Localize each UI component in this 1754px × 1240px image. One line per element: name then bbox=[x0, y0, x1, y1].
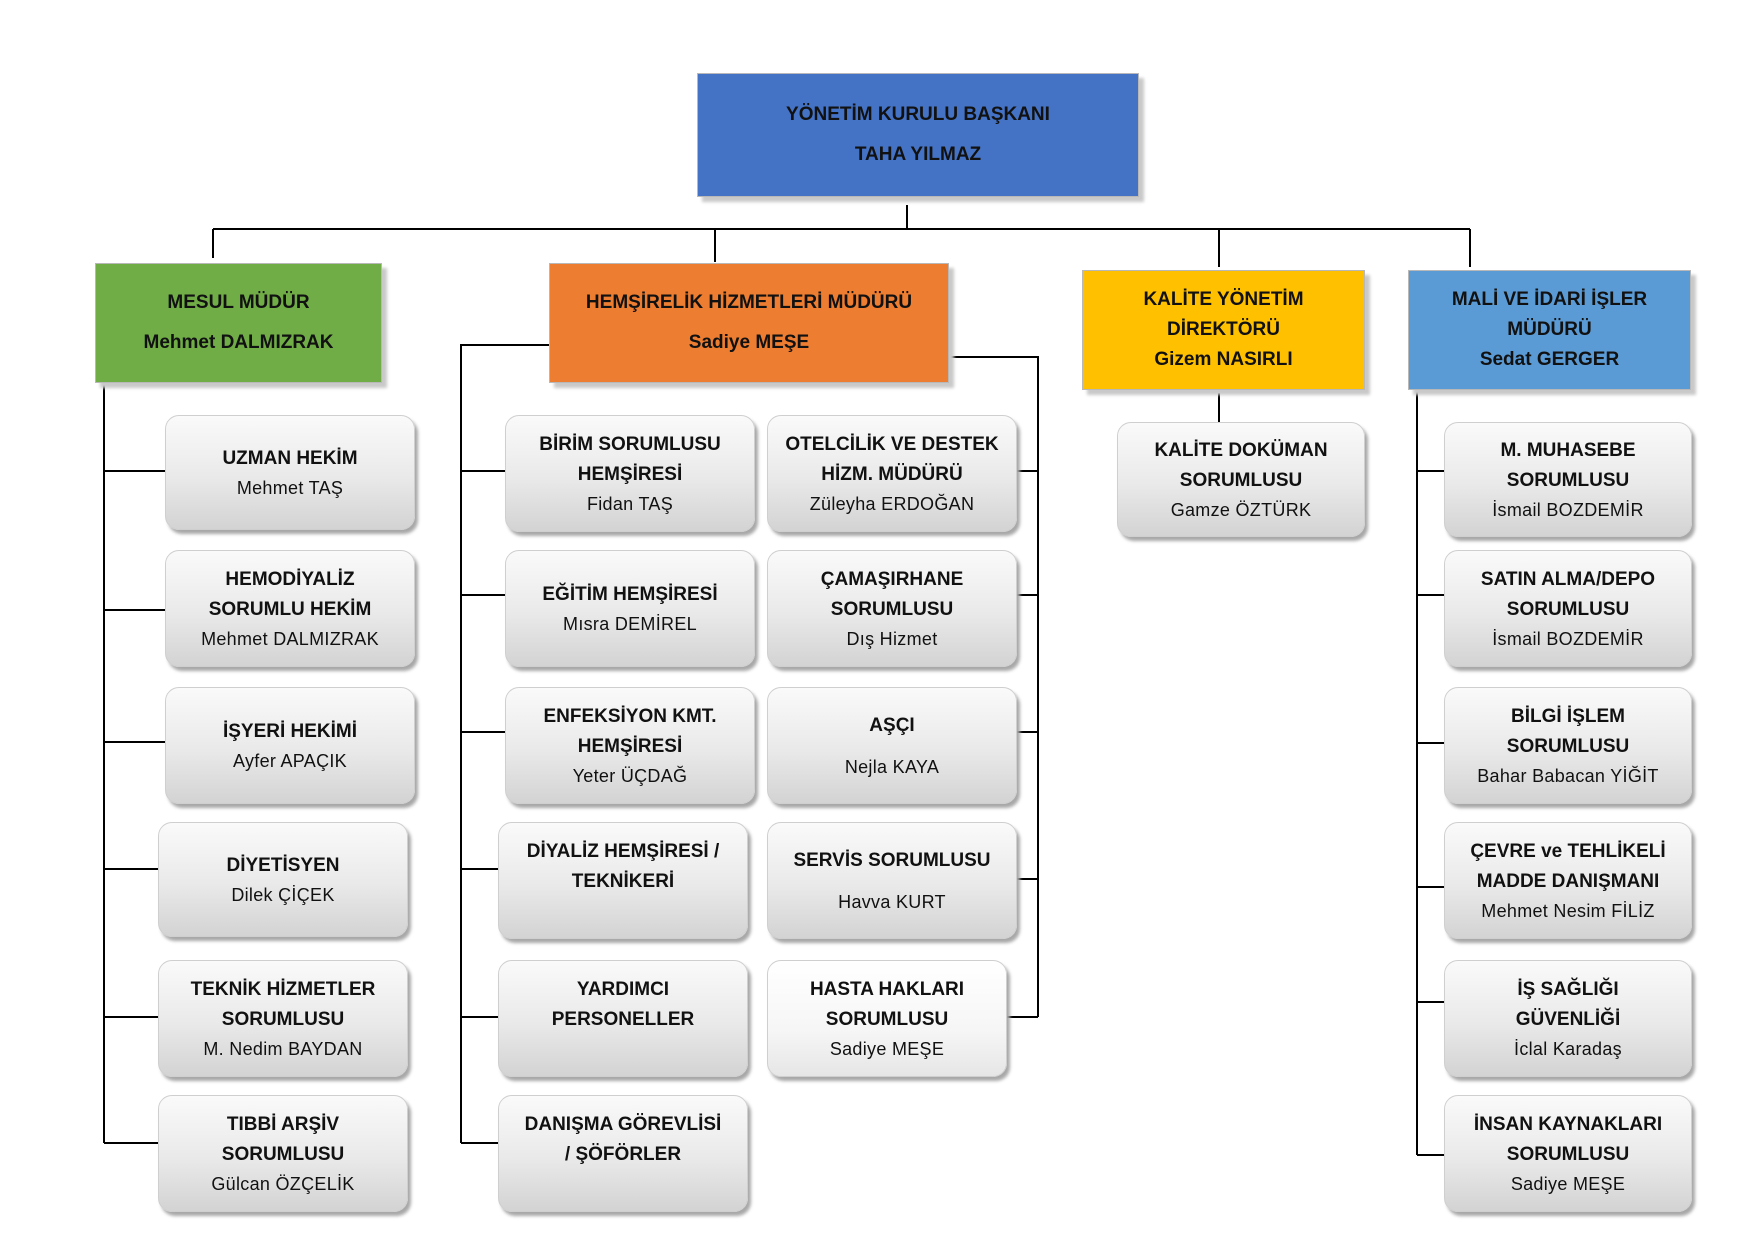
camasirhane-card: ÇAMAŞIRHANE SORUMLUSU Dış Hizmet bbox=[767, 550, 1017, 667]
otelcilik-mudur-card: OTELCİLİK VE DESTEK HİZM. MÜDÜRÜ Züleyha… bbox=[767, 415, 1017, 532]
card-title: TIBBİ ARŞİV SORUMLUSU bbox=[221, 1113, 345, 1165]
card-name: Nejla KAYA bbox=[844, 756, 940, 777]
card-title: ÇAMAŞIRHANE SORUMLUSU bbox=[820, 568, 964, 620]
card-name: Mısra DEMİREL bbox=[563, 613, 697, 634]
satin-alma-card: SATIN ALMA/DEPO SORUMLUSU İsmail BOZDEMİ… bbox=[1444, 550, 1692, 667]
card-title: KALİTE DOKÜMAN SORUMLUSU bbox=[1154, 439, 1328, 491]
card-name: Gülcan ÖZÇELİK bbox=[211, 1173, 355, 1194]
kalite-direktor-name: Gizem NASIRLI bbox=[1154, 349, 1293, 370]
insan-kaynaklari-card: İNSAN KAYNAKLARI SORUMLUSU Sadiye MEŞE bbox=[1444, 1095, 1692, 1212]
mesul-mudur-name: Mehmet DALMIZRAK bbox=[143, 332, 334, 353]
hasta-haklari-card: HASTA HAKLARI SORUMLUSU Sadiye MEŞE bbox=[767, 960, 1007, 1077]
mesul-mudur-title: MESUL MÜDÜR bbox=[167, 292, 310, 313]
birim-sorumlusu-card: BİRİM SORUMLUSU HEMŞİRESİ Fidan TAŞ bbox=[505, 415, 755, 532]
diyetisyen-card: DİYETİSYEN Dilek ÇİÇEK bbox=[158, 822, 408, 937]
card-title: ENFEKSİYON KMT. HEMŞİRESİ bbox=[543, 705, 717, 757]
mali-idari-mudur-title: MALİ VE İDARİ İŞLER MÜDÜRÜ bbox=[1451, 289, 1648, 340]
card-name: Sadiye MEŞE bbox=[829, 1038, 945, 1059]
card-title: İŞYERİ HEKİMİ bbox=[222, 720, 358, 742]
card-title: YARDIMCI PERSONELLER bbox=[551, 979, 695, 1030]
card-title: HEMODİYALİZ SORUMLU HEKİM bbox=[208, 568, 372, 620]
card-name: İsmail BOZDEMİR bbox=[1492, 499, 1644, 520]
card-title: DANIŞMA GÖREVLİSİ / ŞÖFÖRLER bbox=[524, 1114, 722, 1165]
card-name: Bahar Babacan YİĞİT bbox=[1477, 765, 1659, 786]
yardimci-personeller-card: YARDIMCI PERSONELLER bbox=[498, 960, 748, 1077]
asci-card: AŞÇI Nejla KAYA bbox=[767, 687, 1017, 804]
egitim-hemsiresi-card: EĞİTİM HEMŞİRESİ Mısra DEMİREL bbox=[505, 550, 755, 667]
card-title: DİYALİZ HEMŞİRESİ / TEKNİKERİ bbox=[526, 841, 720, 892]
chairman-box: YÖNETİM KURULU BAŞKANI TAHA YILMAZ bbox=[697, 73, 1139, 197]
servis-sorumlusu-card: SERVİS SORUMLUSU Havva KURT bbox=[767, 822, 1017, 939]
chairman-title: YÖNETİM KURULU BAŞKANI bbox=[786, 104, 1050, 125]
card-name: Havva KURT bbox=[838, 891, 946, 912]
card-title: UZMAN HEKİM bbox=[222, 447, 358, 469]
enfeksiyon-hemsiresi-card: ENFEKSİYON KMT. HEMŞİRESİ Yeter ÜÇDAĞ bbox=[505, 687, 755, 804]
hemodiyaliz-hekim-card: HEMODİYALİZ SORUMLU HEKİM Mehmet DALMIZR… bbox=[165, 550, 415, 667]
card-name: Mehmet DALMIZRAK bbox=[201, 628, 379, 649]
card-title: AŞÇI bbox=[869, 714, 915, 736]
isyeri-hekimi-card: İŞYERİ HEKİMİ Ayfer APAÇIK bbox=[165, 687, 415, 804]
bilgi-islem-card: BİLGİ İŞLEM SORUMLUSU Bahar Babacan YİĞİ… bbox=[1444, 687, 1692, 804]
card-name: Sadiye MEŞE bbox=[1510, 1173, 1626, 1194]
card-title: ÇEVRE ve TEHLİKELİ MADDE DANIŞMANI bbox=[1470, 840, 1666, 892]
hemsirelik-mudur-title: HEMŞİRELİK HİZMETLERİ MÜDÜRÜ bbox=[585, 292, 913, 313]
card-name: İclal Karadaş bbox=[1514, 1038, 1622, 1059]
diyaliz-hemsiresi-card: DİYALİZ HEMŞİRESİ / TEKNİKERİ bbox=[498, 822, 748, 939]
teknik-hizmetler-card: TEKNİK HİZMETLER SORUMLUSU M. Nedim BAYD… bbox=[158, 960, 408, 1077]
card-name: Mehmet TAŞ bbox=[236, 477, 344, 498]
mali-idari-mudur-name: Sedat GERGER bbox=[1479, 349, 1620, 370]
card-name: Dış Hizmet bbox=[846, 628, 938, 649]
card-title: HASTA HAKLARI SORUMLUSU bbox=[809, 978, 965, 1030]
mesul-mudur-box: MESUL MÜDÜR Mehmet DALMIZRAK bbox=[95, 263, 382, 383]
card-name: Mehmet Nesim FİLİZ bbox=[1481, 900, 1655, 921]
card-name: Züleyha ERDOĞAN bbox=[809, 493, 975, 514]
card-title: SATIN ALMA/DEPO SORUMLUSU bbox=[1480, 568, 1656, 620]
muhasebe-card: M. MUHASEBE SORUMLUSU İsmail BOZDEMİR bbox=[1444, 422, 1692, 537]
chairman-name: TAHA YILMAZ bbox=[854, 144, 982, 165]
uzman-hekim-card: UZMAN HEKİM Mehmet TAŞ bbox=[165, 415, 415, 530]
hemsirelik-mudur-name: Sadiye MEŞE bbox=[688, 332, 810, 353]
kalite-direktor-box: KALİTE YÖNETİM DİREKTÖRÜ Gizem NASIRLI bbox=[1082, 270, 1365, 390]
card-title: İŞ SAĞLIĞI GÜVENLİĞİ bbox=[1515, 978, 1621, 1030]
card-title: M. MUHASEBE SORUMLUSU bbox=[1500, 439, 1636, 491]
kalite-dokuman-card: KALİTE DOKÜMAN SORUMLUSU Gamze ÖZTÜRK bbox=[1117, 422, 1365, 537]
card-name: Yeter ÜÇDAĞ bbox=[572, 765, 688, 786]
hemsirelik-mudur-box: HEMŞİRELİK HİZMETLERİ MÜDÜRÜ Sadiye MEŞE bbox=[549, 263, 949, 383]
card-title: SERVİS SORUMLUSU bbox=[793, 849, 991, 871]
card-name: Ayfer APAÇIK bbox=[233, 750, 347, 771]
card-title: OTELCİLİK VE DESTEK HİZM. MÜDÜRÜ bbox=[785, 433, 999, 485]
danisma-gorevlisi-card: DANIŞMA GÖREVLİSİ / ŞÖFÖRLER bbox=[498, 1095, 748, 1212]
card-title: EĞİTİM HEMŞİRESİ bbox=[542, 583, 718, 605]
card-title: BİRİM SORUMLUSU HEMŞİRESİ bbox=[539, 433, 721, 485]
card-name: Dilek ÇİÇEK bbox=[231, 884, 335, 905]
mali-idari-mudur-box: MALİ VE İDARİ İŞLER MÜDÜRÜ Sedat GERGER bbox=[1408, 270, 1691, 390]
card-name: Gamze ÖZTÜRK bbox=[1170, 499, 1312, 520]
card-name: Fidan TAŞ bbox=[586, 493, 674, 514]
card-name: M. Nedim BAYDAN bbox=[203, 1038, 363, 1059]
card-title: DİYETİSYEN bbox=[226, 854, 340, 876]
card-title: TEKNİK HİZMETLER SORUMLUSU bbox=[190, 978, 376, 1030]
is-sagligi-card: İŞ SAĞLIĞI GÜVENLİĞİ İclal Karadaş bbox=[1444, 960, 1692, 1077]
card-title: BİLGİ İŞLEM SORUMLUSU bbox=[1506, 705, 1630, 757]
card-name: İsmail BOZDEMİR bbox=[1492, 628, 1644, 649]
card-title: İNSAN KAYNAKLARI SORUMLUSU bbox=[1473, 1113, 1663, 1165]
cevre-danismani-card: ÇEVRE ve TEHLİKELİ MADDE DANIŞMANI Mehme… bbox=[1444, 822, 1692, 939]
tibbi-arsiv-card: TIBBİ ARŞİV SORUMLUSU Gülcan ÖZÇELİK bbox=[158, 1095, 408, 1212]
kalite-direktor-title: KALİTE YÖNETİM DİREKTÖRÜ bbox=[1143, 289, 1304, 340]
